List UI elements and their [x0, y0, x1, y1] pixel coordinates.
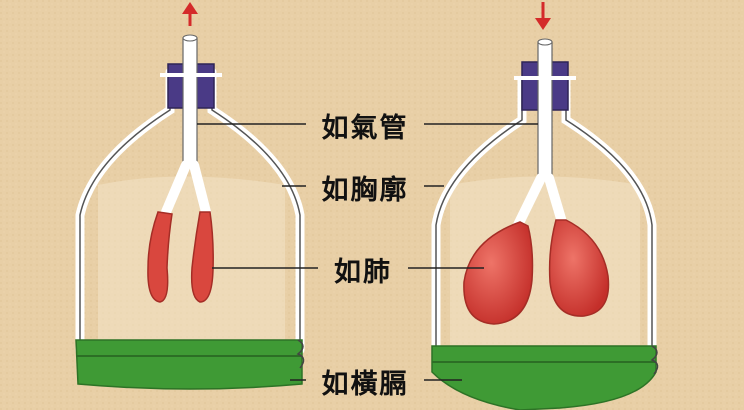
left-jar-interior — [98, 176, 285, 345]
label-lung: 如肺 — [334, 257, 392, 288]
label-ribcage: 如胸廓 — [321, 175, 409, 206]
right-jar-wall-right-outline — [565, 80, 653, 356]
right-jar-tube-opening — [537, 38, 553, 46]
right-lung-inflated-2 — [548, 219, 610, 317]
left-jar-wall-left-outline — [79, 72, 171, 350]
right-jar — [431, 2, 659, 410]
right-jar-string-knot — [650, 345, 659, 375]
left-jar-bronchus-left — [161, 160, 191, 217]
right-jar-wall-left-outline — [435, 80, 523, 356]
left-jar-trachea-tube — [182, 37, 198, 167]
right-lung-inflated-1 — [463, 221, 534, 325]
right-arrow-down-icon — [535, 18, 551, 30]
left-lung-deflated-1 — [147, 211, 173, 303]
left-jar-diaphragm — [75, 339, 303, 390]
label-trachea: 如氣管 — [321, 113, 409, 144]
left-arrow-up-icon — [182, 2, 198, 14]
label-diaphragm: 如橫膈 — [321, 369, 409, 400]
leader-lines — [197, 123, 538, 381]
right-jar-bronchus-right — [544, 173, 567, 227]
right-jar-bronchus-left — [513, 173, 546, 230]
left-jar-string-knot — [296, 339, 305, 369]
left-jar-tube-opening — [182, 34, 198, 42]
left-lung-deflated-2 — [190, 211, 214, 303]
right-jar-trachea-tube — [537, 41, 553, 181]
left-jar — [75, 2, 305, 390]
left-jar-bronchus-right — [189, 160, 211, 217]
left-jar-wall-right-outline — [211, 72, 301, 350]
